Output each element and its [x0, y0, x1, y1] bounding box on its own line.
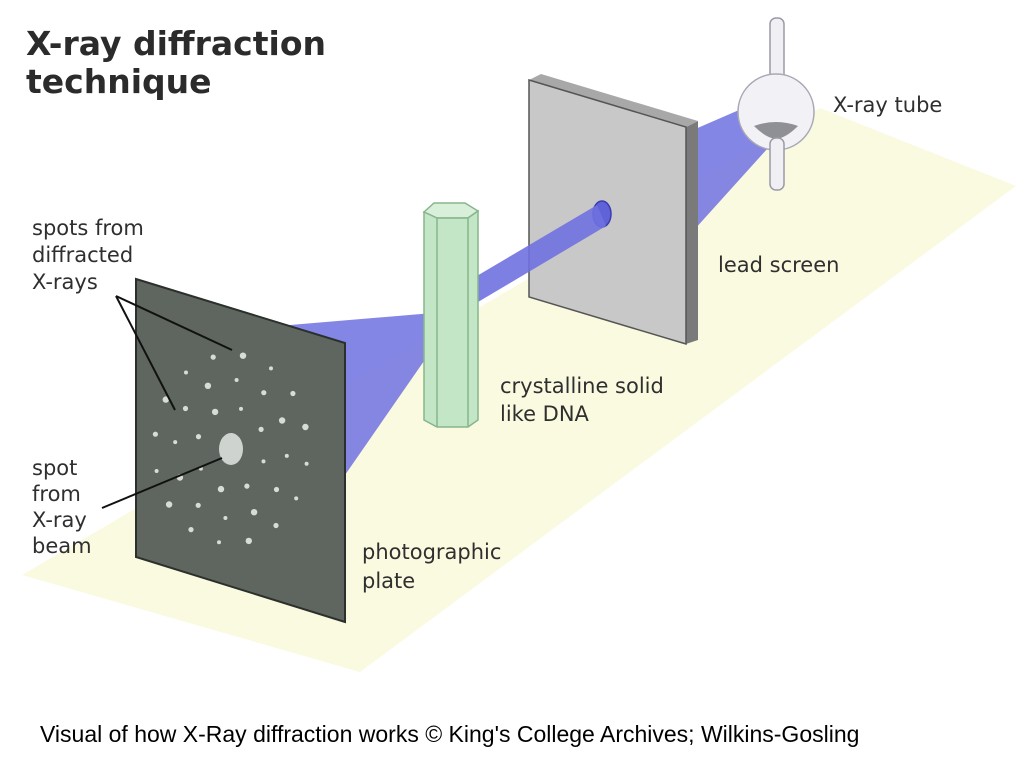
diffraction-spot [284, 453, 289, 458]
diffraction-spot [239, 406, 243, 411]
diffraction-spot [269, 366, 273, 371]
label-beam-spot-line-3: X-ray [32, 508, 87, 532]
lead-screen-top [529, 74, 698, 127]
diffraction-spot [294, 496, 299, 501]
diffraction-spot [244, 483, 250, 489]
diffraction-spot [273, 522, 279, 529]
label-plate-line-1: photographic [362, 540, 501, 564]
label-beam-spot-line-4: beam [32, 534, 92, 558]
diffraction-spot [204, 382, 212, 389]
central-beam-spot [219, 433, 243, 465]
pointer-line [101, 457, 223, 509]
diffraction-spot [217, 540, 221, 545]
xray-beam-collimated [470, 205, 606, 302]
label-xray-tube: X-ray tube [833, 93, 942, 117]
label-crystal-line-1: crystalline solid [500, 374, 664, 398]
diffraction-spot [250, 509, 258, 516]
figure-caption: Visual of how X-Ray diffraction works © … [40, 721, 860, 747]
diffraction-spot [223, 516, 228, 520]
diffraction-spot [182, 405, 189, 412]
label-spots-line-1: spots from [32, 216, 144, 240]
label-lead-screen: lead screen [718, 253, 839, 277]
diffraction-spot [184, 370, 188, 375]
diffraction-spot [211, 408, 219, 416]
diffraction-spot [234, 378, 239, 382]
diffraction-spot [261, 459, 266, 464]
diagram-title-line-1: X-ray diffraction [26, 24, 326, 63]
label-beam-spot-line-2: from [32, 482, 81, 506]
diffraction-spot [152, 431, 158, 437]
diffraction-spot [165, 501, 173, 508]
crystal-body [423, 209, 479, 428]
label-crystal-line-2: like DNA [500, 402, 590, 426]
diffraction-spot [302, 423, 309, 431]
diffraction-spot [258, 426, 264, 432]
label-spots-line-3: X-rays [32, 270, 98, 294]
diffraction-spot [304, 461, 309, 466]
diffraction-spot [290, 390, 296, 397]
diffraction-spot [261, 390, 267, 396]
label-spots-line-2: diffracted [32, 243, 133, 267]
pointer-line [115, 295, 176, 411]
diffraction-spot [162, 396, 169, 403]
diagram-title-line-2: technique [26, 62, 212, 101]
diffraction-spot [245, 537, 252, 545]
diffraction-spot [173, 440, 178, 445]
xray-tube [737, 17, 815, 191]
diffraction-spot [195, 502, 201, 508]
diffraction-spot [154, 469, 159, 473]
diffraction-spot [217, 485, 225, 493]
diffraction-spot [278, 417, 286, 424]
label-plate-line-2: plate [362, 569, 415, 593]
diffraction-spot [273, 486, 280, 493]
lead-screen-side [686, 121, 698, 344]
diffraction-spot [210, 354, 216, 360]
diffraction-spot [188, 527, 194, 533]
diffraction-spot [195, 434, 202, 440]
diffraction-spot [239, 352, 247, 359]
label-beam-spot-line-1: spot [32, 456, 77, 480]
pointer-line [115, 295, 233, 351]
